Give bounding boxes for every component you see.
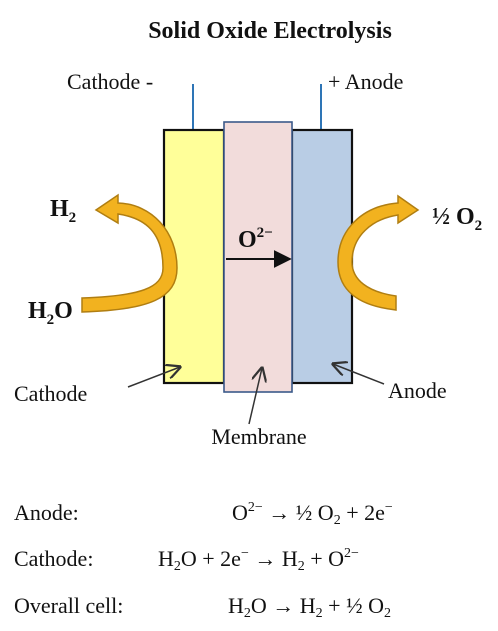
membrane-pointer xyxy=(248,368,262,425)
anode-flow-arrow xyxy=(337,194,420,311)
overall-equation-reaction: H2O → H2 + ½ O2 xyxy=(228,593,391,621)
electrolysis-cell-diagram: Solid Oxide Electrolysis Cathode - + Ano… xyxy=(14,18,482,449)
anode-terminal-label: + Anode xyxy=(328,69,403,94)
o2-output-label: ½ O2 xyxy=(432,204,482,234)
cathode-equation-label: Cathode: xyxy=(14,546,94,571)
anode-pointer xyxy=(333,364,385,385)
cathode-equation-reaction: H2O + 2e− → H2 + O2− xyxy=(158,546,359,574)
h2-output-label: H2 xyxy=(50,196,76,226)
cathode-pointer xyxy=(127,367,180,388)
overall-equation: Overall cell: H2O → H2 + ½ O2 xyxy=(0,593,498,627)
cathode-terminal-label: Cathode - xyxy=(67,69,153,94)
anode-equation-reaction: O2− → ½ O2 + 2e− xyxy=(232,500,393,528)
cathode-equation: Cathode: H2O + 2e− → H2 + O2− xyxy=(0,546,498,580)
overall-equation-label: Overall cell: xyxy=(14,593,124,618)
cathode-flow-arrow xyxy=(81,193,178,313)
anode-equation: Anode: O2− → ½ O2 + 2e− xyxy=(0,500,498,534)
oxide-ion-label: O2− xyxy=(238,225,273,253)
cathode-component-label: Cathode xyxy=(14,381,87,406)
h2o-input-label: H2O xyxy=(28,298,73,328)
anode-equation-label: Anode: xyxy=(14,500,79,525)
membrane-component-label: Membrane xyxy=(211,424,306,449)
anode-component-label: Anode xyxy=(388,378,447,403)
membrane-layer xyxy=(223,121,293,393)
diagram-title: Solid Oxide Electrolysis xyxy=(148,18,392,44)
